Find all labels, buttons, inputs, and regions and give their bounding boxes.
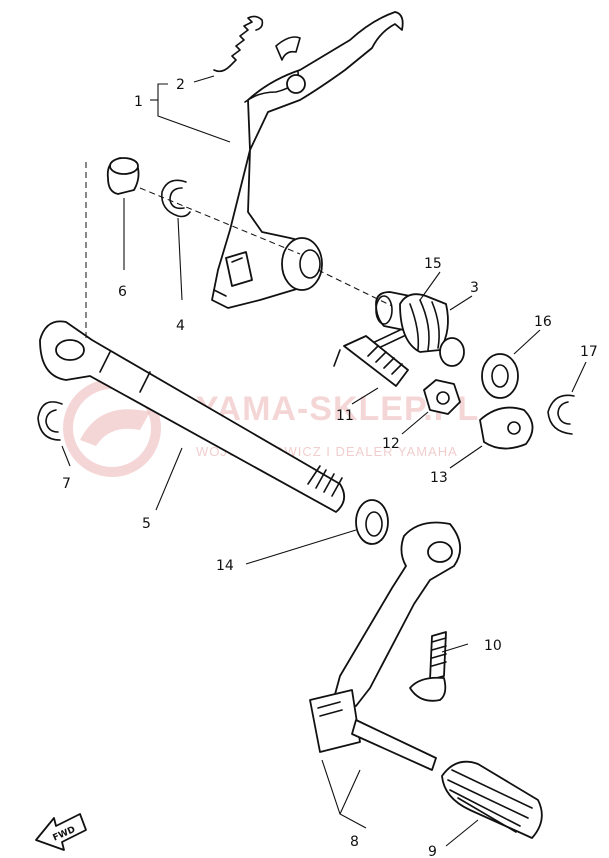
- part-11-stud-bolt: [333, 335, 409, 387]
- callout-16: 16: [534, 314, 552, 330]
- part-8-shift-lever: [309, 521, 461, 771]
- part-13-lock-plate: [479, 406, 534, 450]
- leader-lines: [61, 75, 587, 847]
- watermark-logo-mark: [80, 409, 150, 446]
- callout-4: 4: [176, 318, 185, 334]
- callout-2: 2: [176, 77, 185, 93]
- part-17-circlip: [547, 394, 575, 435]
- part-4-circlip: [161, 179, 191, 218]
- callout-3: 3: [470, 280, 479, 296]
- part-5-shift-shaft: [39, 320, 346, 513]
- part-14-oil-seal: [355, 499, 389, 545]
- part-10-bolt: [409, 631, 447, 702]
- part-7-circlip: [37, 401, 63, 441]
- callout-14: 14: [216, 558, 234, 574]
- part-2-spring: [213, 15, 264, 73]
- callout-7: 7: [62, 476, 71, 492]
- callout-10: 10: [484, 638, 502, 654]
- callout-1: 1: [134, 94, 143, 110]
- callout-17: 17: [580, 344, 598, 360]
- callout-11: 11: [336, 408, 354, 424]
- callout-9: 9: [428, 844, 437, 858]
- callout-13: 13: [430, 470, 448, 486]
- part-12-nut: [423, 379, 461, 415]
- assembly-guide-lines: [85, 162, 393, 338]
- part-3-torsion-spring: [361, 293, 465, 367]
- part-6-bushing: [106, 157, 140, 195]
- fwd-arrow-icon: [35, 813, 87, 851]
- part-16-washer: [481, 353, 519, 399]
- callout-5: 5: [142, 516, 151, 532]
- part-1-shift-arm: [211, 11, 404, 309]
- part-9-peg-rubber: [441, 760, 543, 839]
- callout-labels: 2 1 6 4 15 3 16 17 11 12 13 7 5 14 10 8 …: [62, 77, 598, 858]
- callout-8: 8: [350, 834, 359, 850]
- callout-6: 6: [118, 284, 127, 300]
- callout-15: 15: [424, 256, 442, 272]
- fwd-direction-badge: FWD: [35, 813, 87, 851]
- callout-12: 12: [382, 436, 400, 452]
